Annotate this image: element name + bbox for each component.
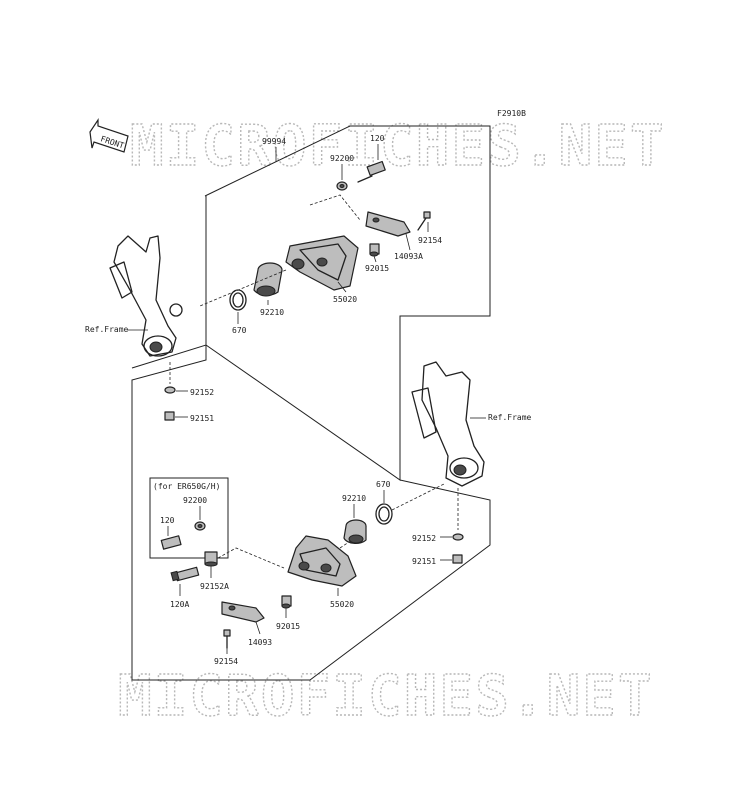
- label-92151-right: 92151: [412, 557, 436, 566]
- label-99994: 99994: [262, 137, 286, 146]
- label-92015-top: 92015: [365, 264, 389, 273]
- nut-92151-left-icon: [164, 411, 175, 421]
- label-120-top: 120: [370, 134, 385, 143]
- washer-92152A-icon: [204, 551, 218, 567]
- washer-92152-left-icon: [164, 386, 176, 394]
- assembly-frame-top: [204, 125, 491, 481]
- label-670-bottom: 670: [376, 480, 391, 489]
- label-92154-bottom: 92154: [214, 657, 238, 666]
- assembly-frame-bottom: [131, 344, 491, 681]
- nut-92151-right-icon: [452, 554, 463, 564]
- washer-92152-right-icon: [452, 533, 464, 541]
- label-92154-top: 92154: [418, 236, 442, 245]
- washer-92200-variant-icon: [194, 521, 206, 531]
- label-14093: 14093: [248, 638, 272, 647]
- label-670-top: 670: [232, 326, 247, 335]
- label-92151-left: 92151: [190, 414, 214, 423]
- watermark-top: MICROFICHES.NET: [130, 114, 666, 179]
- bushing-92210-bottom-icon: [343, 519, 367, 544]
- ref-frame-right: Ref.Frame: [488, 413, 532, 422]
- label-92200-top: 92200: [330, 154, 354, 163]
- washer-92200-top-icon: [336, 181, 348, 191]
- slider-55020-bottom-icon: [287, 535, 357, 587]
- bolt-120-top-icon: [357, 160, 386, 183]
- bracket-14093-icon: [221, 601, 265, 623]
- front-arrow-icon: FRONT: [89, 118, 129, 153]
- variant-box: [149, 477, 229, 559]
- screw-92154-top-icon: [417, 211, 431, 231]
- ref-frame-left: Ref.Frame: [85, 325, 129, 334]
- label-92200-variant: 92200: [183, 496, 207, 505]
- label-92210-bottom: 92210: [342, 494, 366, 503]
- collar-92015-bottom-icon: [281, 595, 292, 609]
- label-14093A: 14093A: [394, 252, 423, 261]
- ring-670-top-icon: [229, 289, 247, 311]
- variant-note: (for ER650G/H): [153, 482, 220, 491]
- bolt-120A-icon: [170, 566, 200, 582]
- frame-bracket-right: [411, 361, 485, 487]
- bolt-120-variant-icon: [160, 535, 182, 550]
- label-55020-top: 55020: [333, 295, 357, 304]
- ring-670-bottom-icon: [375, 503, 393, 525]
- label-92210-top: 92210: [260, 308, 284, 317]
- label-120A: 120A: [170, 600, 189, 609]
- collar-92015-top-icon: [369, 243, 380, 257]
- label-92152A: 92152A: [200, 582, 229, 591]
- label-92152-right: 92152: [412, 534, 436, 543]
- label-55020-bottom: 55020: [330, 600, 354, 609]
- label-92152-left: 92152: [190, 388, 214, 397]
- watermark-bottom: MICROFICHES.NET: [118, 664, 654, 729]
- label-92015-bottom: 92015: [276, 622, 300, 631]
- bracket-14093A-icon: [365, 211, 411, 237]
- label-120-variant: 120: [160, 516, 175, 525]
- screw-92154-bottom-icon: [223, 629, 231, 649]
- slider-55020-top-icon: [285, 235, 359, 291]
- bushing-92210-top-icon: [253, 262, 283, 297]
- frame-bracket-left: [109, 235, 183, 357]
- figure-code: F2910B: [497, 109, 526, 118]
